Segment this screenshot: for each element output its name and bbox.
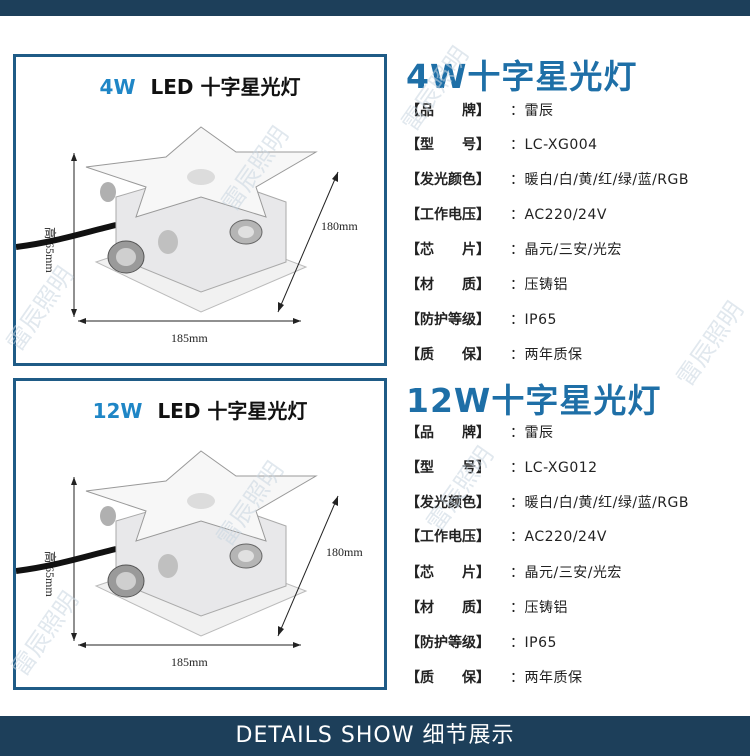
spec-row: 【防护等级】 ：IP65 — [406, 630, 746, 654]
spec-row: 【芯 片】 ：晶元/三安/光宏 — [406, 237, 746, 261]
spec-value: ：AC220/24V — [510, 207, 607, 223]
spec-value: ：两年质保 — [510, 347, 583, 363]
spec-value: ：暖白/白/黄/红/绿/蓝/RGB — [510, 172, 689, 188]
spec-value: ：暖白/白/黄/红/绿/蓝/RGB — [510, 495, 689, 511]
dim-width-label: 185mm — [171, 655, 208, 669]
spec-label: 【材 质】 — [406, 277, 490, 293]
panel-title-watt: 4W — [99, 75, 136, 99]
dim-height-label: 高 65mm — [43, 551, 58, 597]
spec-block-12w: 12W十字星光灯 【品 牌】 ：雷辰 【型 号】 ：LC-XG012 【发光颜色】 ：… — [406, 374, 746, 686]
spec-row: 【材 质】 ：压铸铝 — [406, 595, 746, 619]
spec-row: 【工作电压】 ：AC220/24V — [406, 202, 746, 226]
spec-row: 【质 保】 ：两年质保 — [406, 342, 746, 366]
spec-label: 【工作电压】 — [406, 207, 490, 223]
spec-value: ：压铸铝 — [510, 277, 568, 293]
spec-row: 【品 牌】 ：雷辰 — [406, 420, 746, 444]
spec-label: 【防护等级】 — [406, 312, 490, 328]
panel-title: 12W LED 十字星光灯 — [16, 395, 384, 424]
spec-value: ：LC-XG012 — [510, 460, 598, 476]
spec-row: 【型 号】 ：LC-XG012 — [406, 455, 746, 479]
spec-value: ：晶元/三安/光宏 — [510, 242, 622, 258]
panel-title-text: LED 十字星光灯 — [157, 399, 308, 423]
spec-block-4w: 4W十字星光灯 【品 牌】 ：雷辰 【型 号】 ：LC-XG004 【发光颜色】 ：暖… — [406, 50, 746, 363]
spec-label: 【芯 片】 — [406, 565, 490, 581]
spec-label: 【发光颜色】 — [406, 495, 490, 511]
product-panel-4w: 4W LED 十字星光灯 高 65mm 180mm 185mm — [13, 54, 387, 366]
spec-value: ：AC220/24V — [510, 529, 607, 545]
lamp-illustration: 高 65mm 180mm 185mm — [16, 450, 363, 669]
spec-row: 【发光颜色】 ：暖白/白/黄/红/绿/蓝/RGB — [406, 167, 746, 191]
spec-label: 【材 质】 — [406, 600, 490, 616]
dim-height-label: 高 65mm — [43, 227, 58, 273]
spec-value: ：雷辰 — [510, 103, 554, 119]
spec-label: 【工作电压】 — [406, 529, 490, 545]
spec-label: 【发光颜色】 — [406, 172, 490, 188]
spec-value: ：IP65 — [510, 312, 557, 328]
spec-label: 【芯 片】 — [406, 242, 490, 258]
dim-depth-label: 180mm — [326, 545, 363, 559]
spec-row: 【品 牌】 ：雷辰 — [406, 98, 746, 122]
spec-label: 【型 号】 — [406, 460, 490, 476]
watermark: 雷辰照明 — [421, 441, 500, 537]
panel-title: 4W LED 十字星光灯 — [16, 71, 384, 100]
spec-label: 【品 牌】 — [406, 425, 490, 441]
spec-label: 【防护等级】 — [406, 635, 490, 651]
dim-depth-label: 180mm — [321, 219, 358, 233]
footer-bar: DETAILS SHOW 细节展示 — [0, 716, 750, 756]
spec-row: 【芯 片】 ：晶元/三安/光宏 — [406, 560, 746, 584]
spec-title: 4W十字星光灯 — [406, 57, 638, 96]
spec-value: ：IP65 — [510, 635, 557, 651]
panel-title-watt: 12W — [92, 399, 143, 423]
spec-value: ：压铸铝 — [510, 600, 568, 616]
spec-label: 【质 保】 — [406, 670, 490, 686]
spec-row: 【质 保】 ：两年质保 — [406, 665, 746, 689]
spec-row: 【材 质】 ：压铸铝 — [406, 272, 746, 296]
spec-value: ：晶元/三安/光宏 — [510, 565, 622, 581]
top-bar — [0, 0, 750, 16]
spec-value: ：两年质保 — [510, 670, 583, 686]
lamp-illustration: 高 65mm 180mm 185mm — [16, 126, 358, 345]
spec-label: 【品 牌】 — [406, 103, 490, 119]
spec-row: 【发光颜色】 ：暖白/白/黄/红/绿/蓝/RGB — [406, 490, 746, 514]
spec-title: 12W十字星光灯 — [406, 381, 662, 420]
product-panel-12w: 12W LED 十字星光灯 高 65mm 180mm 185mm — [13, 378, 387, 690]
spec-row: 【防护等级】 ：IP65 — [406, 307, 746, 331]
spec-label: 【质 保】 — [406, 347, 490, 363]
panel-title-text: LED 十字星光灯 — [150, 75, 301, 99]
spec-row: 【工作电压】 ：AC220/24V — [406, 524, 746, 548]
spec-value: ：LC-XG004 — [510, 137, 598, 153]
spec-label: 【型 号】 — [406, 137, 490, 153]
spec-value: ：雷辰 — [510, 425, 554, 441]
dim-width-label: 185mm — [171, 331, 208, 345]
spec-row: 【型 号】 ：LC-XG004 — [406, 132, 746, 156]
